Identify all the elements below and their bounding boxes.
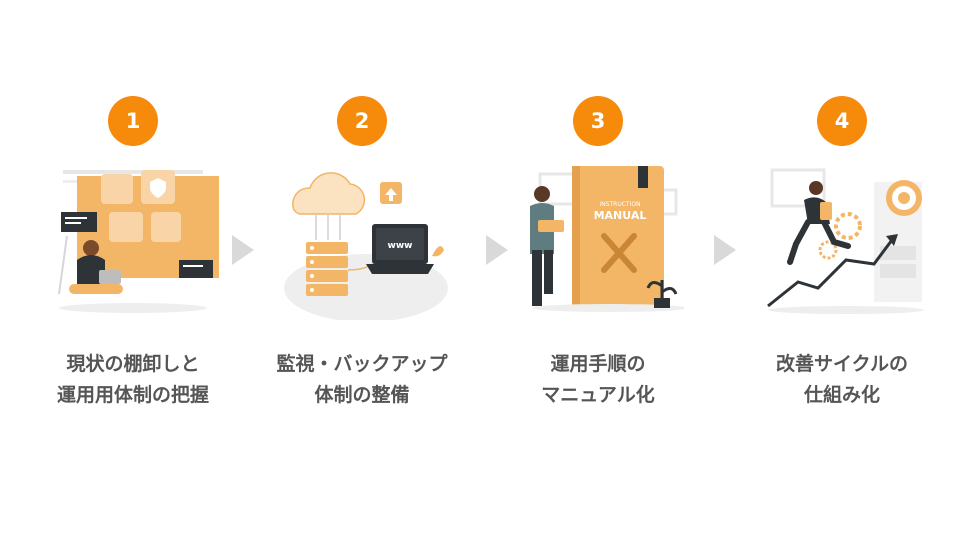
step-label-line: 運用手順の — [550, 353, 646, 375]
step-label-line: マニュアル化 — [541, 384, 655, 406]
screen-www-text: www — [388, 241, 413, 251]
next-arrow — [714, 235, 736, 265]
step-number-badge: 2 — [337, 96, 387, 146]
step-label: 監視・バックアップ 体制の整備 — [262, 349, 462, 411]
step-3: 3 INSTRUCTION MANUAL 運用手順の マニュアル化 — [498, 0, 698, 540]
step-label: 運用手順の マニュアル化 — [498, 349, 698, 411]
step-number-badge: 4 — [817, 96, 867, 146]
step-number-badge: 1 — [108, 96, 158, 146]
step-2: 2 www 監視・バックアップ 体制の整備 — [262, 0, 462, 540]
instruction-manual-illustration: INSTRUCTION MANUAL — [530, 166, 684, 312]
cloud-server-monitoring-illustration: www — [284, 172, 448, 320]
step-number-badge: 3 — [573, 96, 623, 146]
step-label-line: 現状の棚卸しと — [66, 353, 200, 375]
step-4: 4 改善サイクルの 仕組み化 — [742, 0, 942, 540]
step-1: 1 現状の棚卸しと 運用用体制の把握 — [33, 0, 233, 540]
improvement-target-illustration — [767, 168, 924, 314]
next-arrow — [232, 235, 254, 265]
book-title-large: MANUAL — [594, 209, 647, 222]
step-label-line: 改善サイクルの — [775, 353, 909, 375]
next-arrow — [486, 235, 508, 265]
book-title-small: INSTRUCTION — [599, 201, 640, 208]
step-label: 現状の棚卸しと 運用用体制の把握 — [33, 349, 233, 411]
asset-inventory-illustration — [58, 170, 219, 313]
step-label: 改善サイクルの 仕組み化 — [742, 349, 942, 411]
step-label-line: 体制の整備 — [314, 384, 410, 406]
step-label-line: 仕組み化 — [803, 384, 880, 406]
step-label-line: 監視・バックアップ — [276, 353, 448, 375]
step-label-line: 運用用体制の把握 — [56, 384, 209, 406]
